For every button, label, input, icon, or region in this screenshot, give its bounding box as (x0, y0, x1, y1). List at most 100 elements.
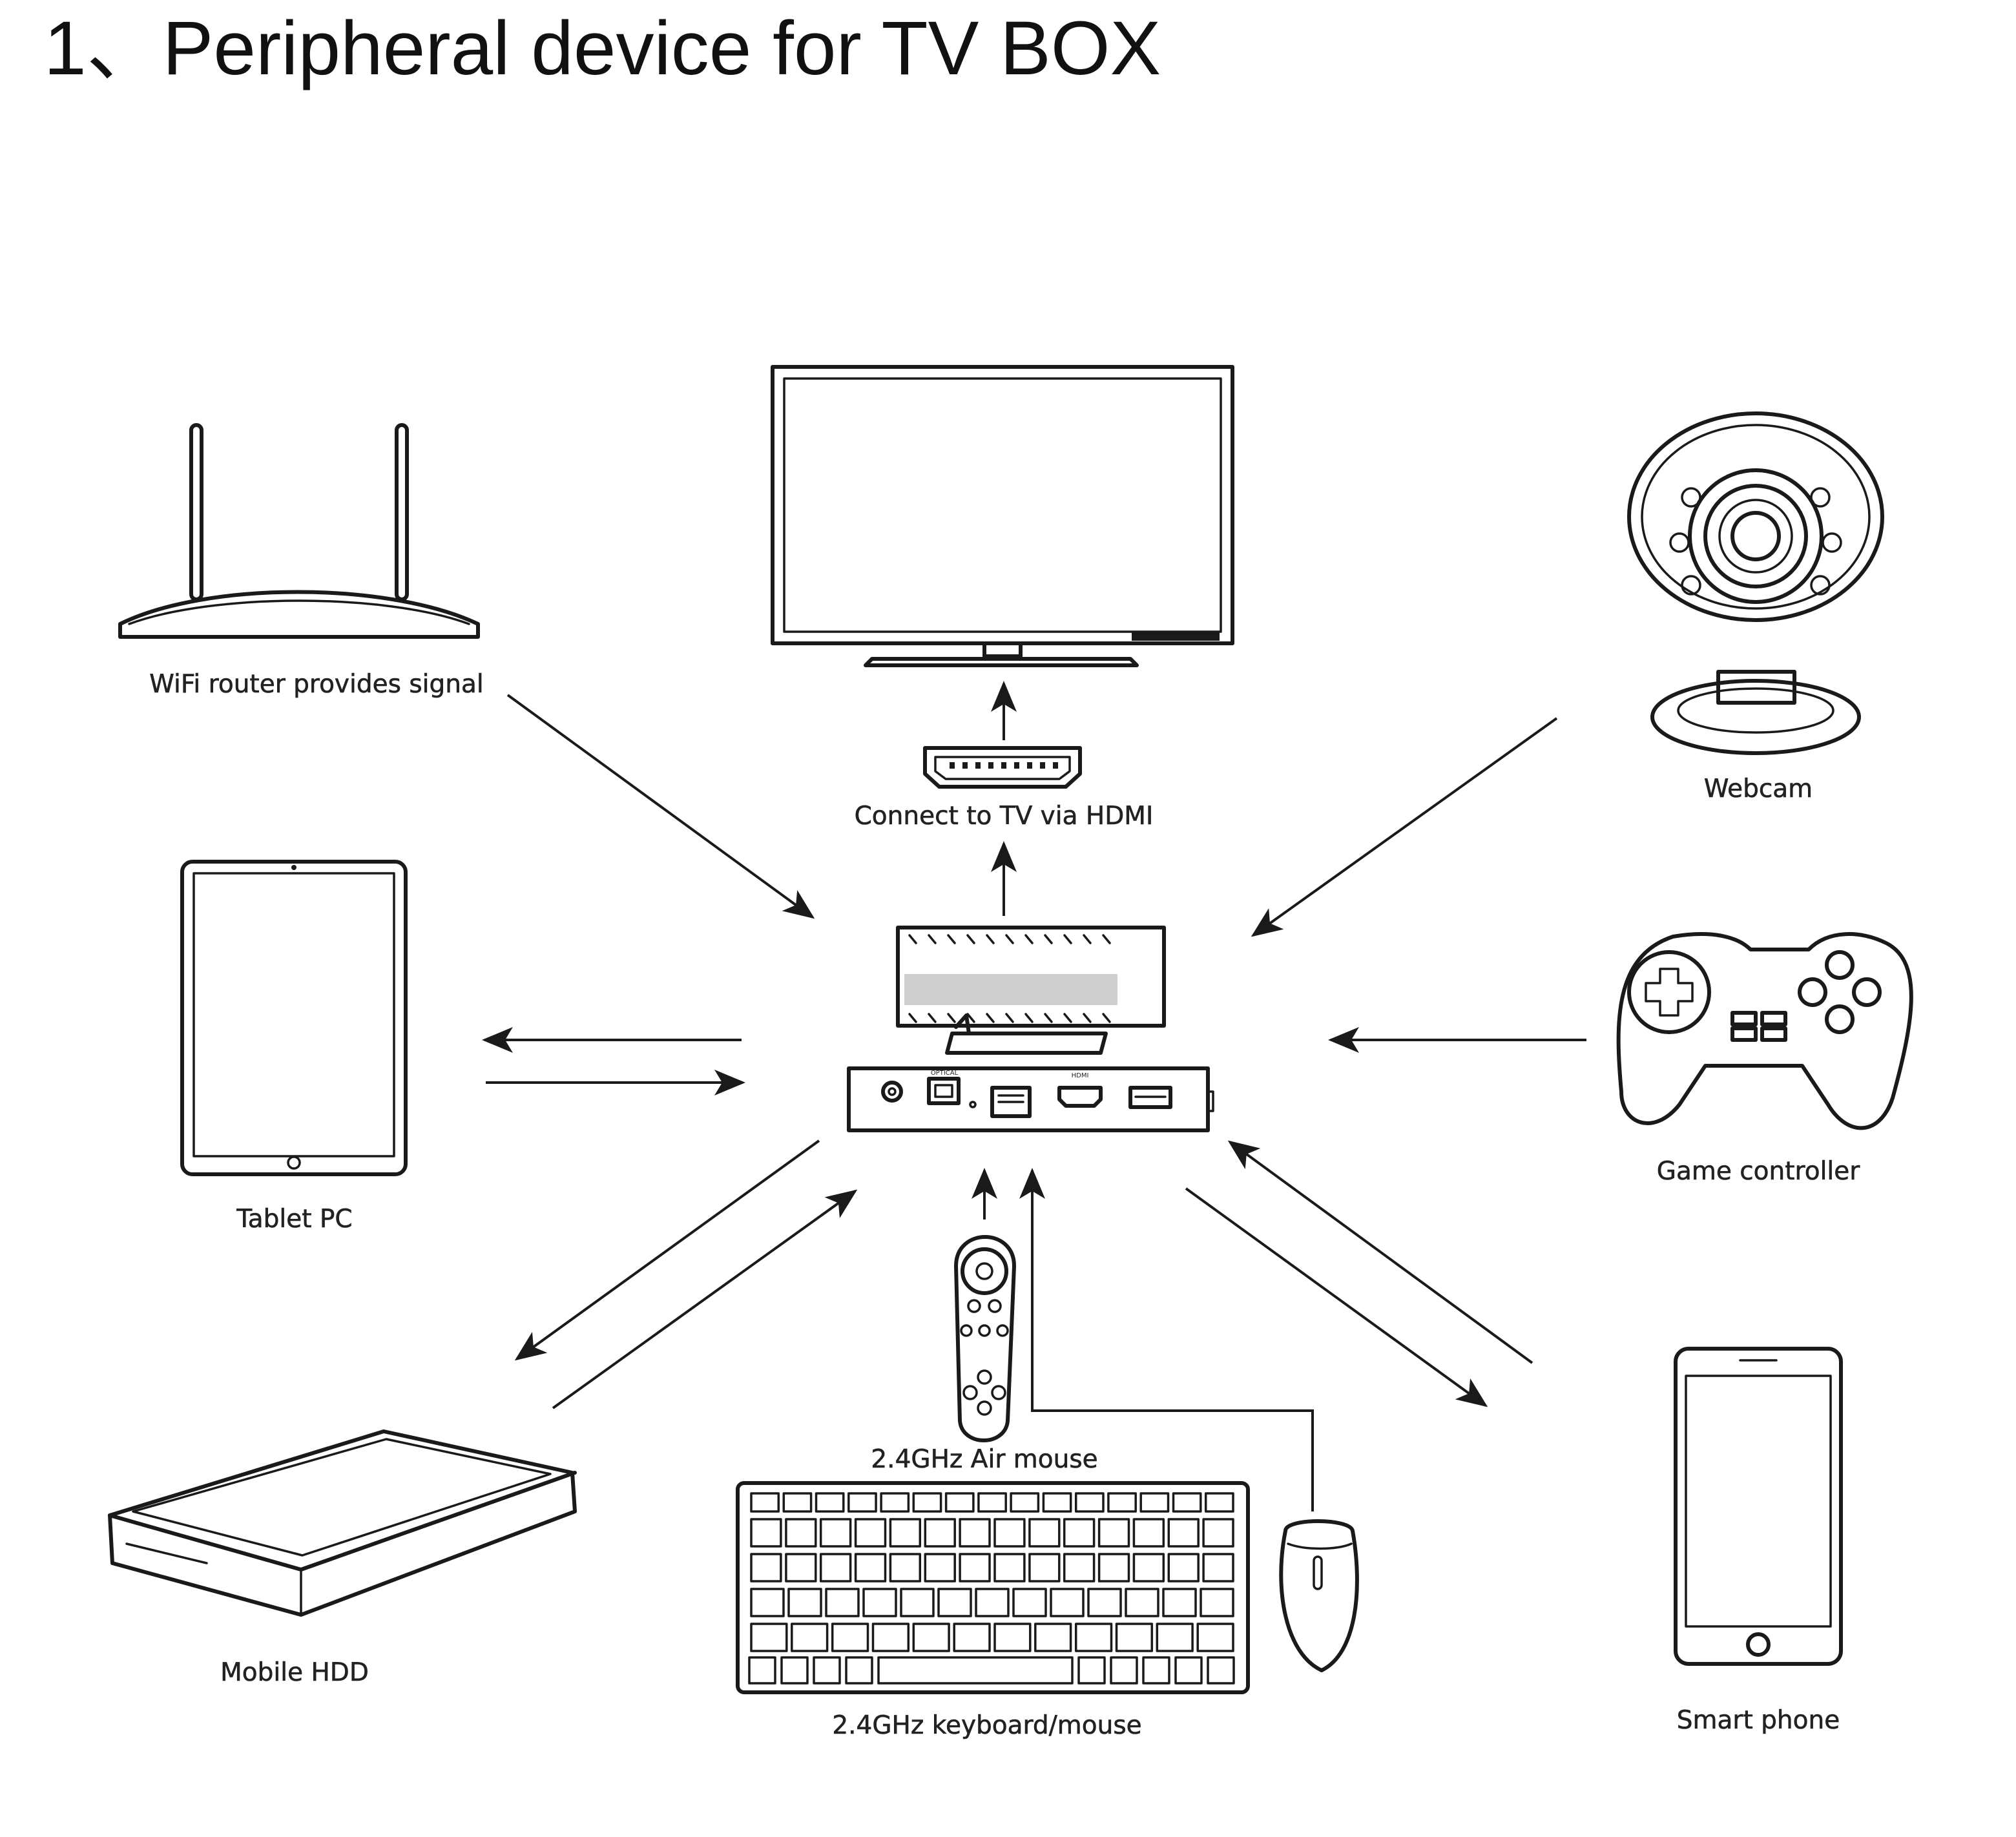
keyboard-key (913, 1493, 940, 1511)
air-mouse-remote-icon (956, 1237, 1014, 1440)
keyboard-key (751, 1624, 787, 1651)
keyboard-key (1141, 1493, 1168, 1511)
keyboard-label: 2.4GHz keyboard/mouse (832, 1711, 1141, 1740)
keyboard-icon (738, 1483, 1248, 1692)
arrow-router-to-box (508, 695, 813, 917)
keyboard-key (995, 1554, 1024, 1581)
keyboard-key (1051, 1589, 1083, 1616)
keyboard-key (1030, 1519, 1059, 1546)
keyboard-key (1203, 1554, 1233, 1581)
keyboard-key (1174, 1493, 1201, 1511)
wifi-router-icon (120, 425, 478, 637)
keyboard-key (960, 1554, 990, 1581)
tv-box-icon: OPTICAL HDMI (849, 928, 1213, 1130)
tv-icon (773, 367, 1232, 665)
hdmi-label: Connect to TV via HDMI (855, 802, 1154, 831)
keyboard-key (995, 1519, 1024, 1546)
keyboard-key (946, 1493, 973, 1511)
keyboard-key (1065, 1519, 1094, 1546)
keyboard-key (1157, 1624, 1192, 1651)
optical-port-label: OPTICAL (931, 1070, 959, 1077)
keyboard-key (995, 1624, 1030, 1651)
keyboard-key (1134, 1554, 1163, 1581)
keyboard-key (751, 1589, 784, 1616)
keyboard-key (954, 1624, 990, 1651)
webcam-label: Webcam (1704, 774, 1813, 804)
keyboard-key (901, 1589, 933, 1616)
keyboard-key (856, 1554, 886, 1581)
game-controller-icon (1619, 934, 1911, 1128)
keyboard-key (833, 1624, 868, 1651)
mouse-icon (1281, 1521, 1357, 1670)
tablet-label: Tablet PC (236, 1205, 352, 1234)
webcam-icon (1629, 413, 1882, 753)
keyboard-key (1169, 1554, 1198, 1581)
keyboard-key (1111, 1657, 1137, 1683)
keyboard-key (849, 1493, 876, 1511)
keyboard-key (749, 1657, 775, 1683)
keyboard-key (1203, 1519, 1233, 1546)
keyboard-key (873, 1624, 909, 1651)
keyboard-key (976, 1589, 1008, 1616)
keyboard-key (814, 1657, 840, 1683)
keyboard-key (784, 1493, 811, 1511)
keyboard-key (1198, 1624, 1233, 1651)
keyboard-key (1076, 1493, 1103, 1511)
keyboard-key (1035, 1624, 1071, 1651)
keyboard-key (1163, 1589, 1196, 1616)
keyboard-key (913, 1624, 949, 1651)
keyboard-key (1126, 1589, 1158, 1616)
keyboard-key (782, 1657, 807, 1683)
keyboard-key (925, 1554, 955, 1581)
keyboard-key (960, 1519, 990, 1546)
keyboard-spacebar (878, 1657, 1072, 1683)
airmouse-label: 2.4GHz Air mouse (871, 1445, 1097, 1474)
arrow-webcam-to-box (1253, 718, 1557, 935)
keyboard-key (856, 1519, 886, 1546)
keyboard-key (821, 1554, 851, 1581)
keyboard-key (1206, 1493, 1233, 1511)
keyboard-key (792, 1624, 827, 1651)
keyboard-key (751, 1493, 778, 1511)
keyboard-key (1208, 1657, 1234, 1683)
keyboard-key (1099, 1554, 1129, 1581)
mobile-hdd-icon (110, 1431, 575, 1615)
keyboard-key (786, 1554, 816, 1581)
keyboard-key (789, 1589, 821, 1616)
keyboard-key (1134, 1519, 1163, 1546)
keyboard-key (1043, 1493, 1070, 1511)
hdd-label: Mobile HDD (220, 1658, 369, 1687)
keyboard-key (925, 1519, 955, 1546)
keyboard-key (1169, 1519, 1198, 1546)
keyboard-key (1201, 1589, 1233, 1616)
keyboard-key (1117, 1624, 1152, 1651)
keyboard-key (1143, 1657, 1169, 1683)
keyboard-key (1011, 1493, 1038, 1511)
keyboard-key (890, 1554, 920, 1581)
keyboard-key (1030, 1554, 1059, 1581)
phone-label: Smart phone (1677, 1706, 1840, 1735)
keyboard-key (1065, 1554, 1094, 1581)
keyboard-key (979, 1493, 1006, 1511)
hdmi-connector-icon (925, 748, 1080, 787)
router-label: WiFi router provides signal (149, 670, 483, 699)
keyboard-key (1099, 1519, 1129, 1546)
keyboard-key (1013, 1589, 1046, 1616)
keyboard-key (816, 1493, 844, 1511)
keyboard-key (751, 1519, 781, 1546)
keyboard-key (1176, 1657, 1201, 1683)
keyboard-key (1079, 1657, 1105, 1683)
controller-label: Game controller (1657, 1157, 1861, 1186)
keyboard-key (864, 1589, 896, 1616)
smart-phone-icon (1676, 1349, 1841, 1664)
hdmi-port-label: HDMI (1072, 1072, 1089, 1079)
keyboard-key (786, 1519, 816, 1546)
keyboard-key (821, 1519, 851, 1546)
keyboard-key (1088, 1589, 1121, 1616)
keyboard-key (890, 1519, 920, 1546)
keyboard-key (939, 1589, 971, 1616)
keyboard-key (751, 1554, 781, 1581)
keyboard-key (1108, 1493, 1136, 1511)
keyboard-key (846, 1657, 872, 1683)
